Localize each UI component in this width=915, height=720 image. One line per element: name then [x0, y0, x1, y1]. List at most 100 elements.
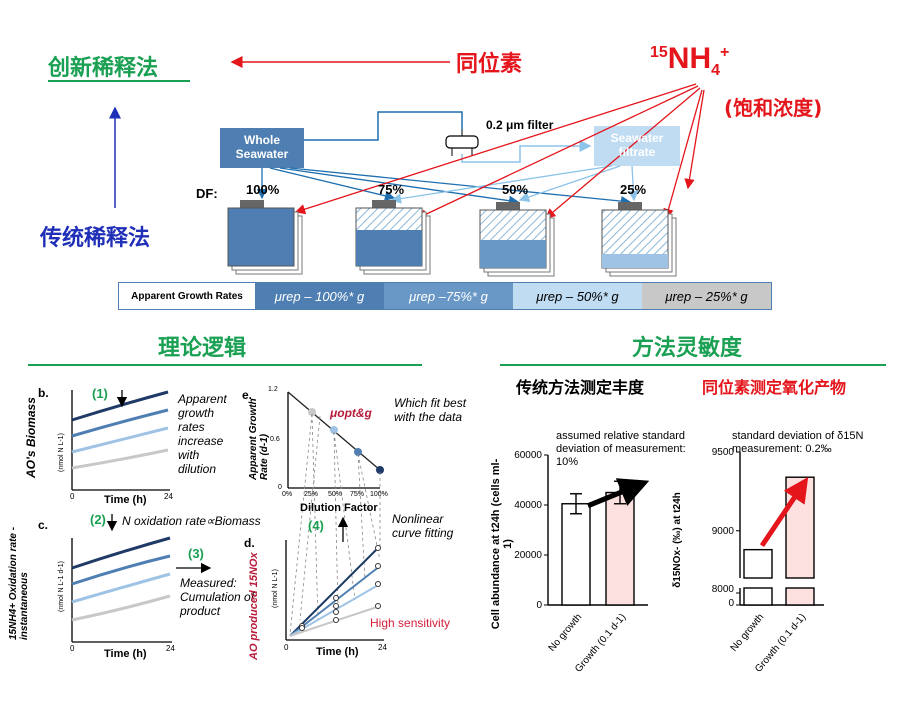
- panel-e-xtick-3: 75%: [350, 491, 365, 498]
- panel-c-arrow-text: N oxidation rate∝Biomass: [122, 514, 261, 528]
- df-label: DF:: [196, 186, 218, 201]
- nh4-label: 15NH4+: [650, 42, 730, 79]
- panel-b-yunit: (nmol N L-1): [58, 433, 65, 472]
- growth-rate-100: μrep – 100%* g: [255, 283, 384, 309]
- panel-b-ylabel: AO's Biomass: [24, 397, 38, 478]
- isotope-label: 同位素: [456, 52, 523, 77]
- chart1-trend-arrow: [587, 478, 650, 509]
- panel-e-ytick-1: 0.6: [270, 436, 280, 443]
- traditional-abundance-label: 传统方法测定丰度: [516, 378, 645, 397]
- panel-e-letter: e.: [242, 388, 253, 402]
- saturation-label: (饱和浓度): [724, 96, 823, 120]
- bottle-50: [479, 202, 555, 277]
- bottle-25: [601, 202, 677, 277]
- innovative-underline: [48, 80, 190, 82]
- chart1-tick-label: 0: [536, 600, 542, 611]
- panel-c-xlabel: Time (h): [104, 648, 147, 660]
- panel-e-note: Which fit best with the data: [394, 396, 467, 424]
- dilution-75: 75%: [378, 182, 405, 197]
- chart2-bar-lower: [785, 587, 815, 606]
- theory-panels: [71, 390, 384, 643]
- growth-rate-75: μrep –75%* g: [384, 283, 513, 309]
- theory-header: 理论逻辑: [158, 336, 247, 361]
- chart1-bar: [561, 503, 591, 606]
- panel-d-x0: 0: [284, 643, 289, 652]
- theory-divider: [28, 364, 422, 366]
- panel-d-x1: 24: [378, 643, 387, 652]
- panel-e-xtick-4: 100%: [370, 491, 388, 498]
- panel-e-xtick-2: 50%: [328, 491, 343, 498]
- panel-b-step: (1): [92, 386, 108, 401]
- panel-e-annotation: μopt&g: [330, 406, 372, 420]
- dilution-diagram: [109, 56, 705, 277]
- panel-d-xlabel: Time (h): [316, 646, 359, 658]
- sensitivity-header: 方法灵敏度: [632, 336, 743, 361]
- panel-e-ytick-0: 1.2: [268, 386, 278, 393]
- chart1-tick-label: 60000: [514, 450, 542, 461]
- chart2-tick-label: 0: [728, 598, 734, 609]
- panel-e-ylabel: Apparent Growth Rate (d-1): [248, 398, 270, 480]
- panel-d-letter: d.: [244, 536, 255, 550]
- innovative-method-label: 创新稀释法: [48, 56, 159, 81]
- chart1-tick-label: 40000: [514, 500, 542, 511]
- filter-label: 0.2 μm filter: [486, 118, 554, 132]
- panel-c-x1: 24: [166, 644, 175, 653]
- chart1-bar: [605, 491, 635, 606]
- bottle-100: [227, 200, 303, 275]
- panel-e-ytick-2: 0: [278, 484, 282, 491]
- chart1-category-label: No growth: [547, 612, 585, 654]
- whole-seawater-label: Whole Seawater: [235, 133, 289, 161]
- chart2-axis-break: [734, 579, 824, 587]
- growth-rate-25: μrep – 25%* g: [642, 283, 771, 309]
- panel-c-x0: 0: [70, 644, 75, 653]
- chart2-bar-lower: [743, 587, 773, 606]
- panel-d-step: (4): [308, 518, 324, 533]
- filtrate-label: Seawater filtrate: [610, 131, 664, 159]
- growth-rates-label: Apparent Growth Rates: [119, 283, 255, 309]
- panel-b-xlabel: Time (h): [104, 494, 147, 506]
- panel-b-note: Apparent growth rates increase with dilu…: [178, 392, 227, 476]
- panel-d-yunit: (nmol N L-1): [272, 569, 279, 608]
- panel-mid-step: (3): [188, 546, 204, 561]
- panel-c-yunit: (nmol N L-1 d-1): [58, 561, 65, 612]
- dilution-25: 25%: [620, 182, 647, 197]
- panel-c-letter: c.: [38, 518, 49, 532]
- filter-icon: [445, 135, 479, 149]
- panel-e-xlabel: Dilution Factor: [300, 502, 378, 514]
- panel-e-xtick-0: 0%: [282, 491, 293, 498]
- chart2-tick-label: 9000: [712, 526, 735, 537]
- chart1-annotation: assumed relative standard deviation of m…: [556, 430, 686, 468]
- panel-d-ylabel: AO produced 15NOx: [248, 552, 260, 660]
- dilution-50: 50%: [502, 182, 529, 197]
- panel-b-x0: 0: [70, 492, 75, 501]
- chart2-category-label: No growth: [729, 612, 767, 654]
- panel-d-note: Nonlinear curve fitting: [392, 512, 454, 540]
- chart2-bar-upper: [743, 548, 773, 579]
- chart1-tick-label: 20000: [514, 550, 542, 561]
- filtrate-box: [594, 126, 680, 166]
- chart1-ylabel: Cell abundance at t24h (cells ml-1): [490, 458, 514, 630]
- panel-d-sensitivity: High sensitivity: [370, 616, 451, 630]
- growth-rates-bar: Apparent Growth Rates μrep – 100%* g μre…: [118, 282, 772, 310]
- sensitivity-divider: [500, 364, 886, 366]
- panel-c-ylabel: 15NH4+ Oxidation rate -instantaneous: [8, 526, 30, 640]
- panel-c-step: (2): [90, 512, 106, 527]
- chart2-ylabel: δ15NOx- (‰) at t24h: [672, 492, 683, 588]
- panel-b-letter: b.: [38, 386, 49, 400]
- panel-mid-note: Measured: Cumulation of product: [180, 576, 255, 618]
- chart2-trend-arrow: [759, 476, 809, 548]
- isotope-oxidation-label: 同位素测定氧化产物: [702, 378, 847, 397]
- bottle-75: [355, 200, 431, 275]
- whole-seawater-box: [220, 128, 304, 168]
- dilution-100: 100%: [246, 182, 280, 197]
- growth-rate-50: μrep – 50%* g: [513, 283, 642, 309]
- panel-e-xtick-1: 25%: [304, 491, 319, 498]
- panel-b-x1: 24: [164, 492, 173, 501]
- chart2-tick-label: 8000: [712, 584, 735, 595]
- chart2-tick-label: 9500: [712, 447, 735, 458]
- traditional-method-label: 传统稀释法: [40, 226, 151, 251]
- chart2-annotation: standard deviation of δ15N measurement: …: [732, 430, 864, 455]
